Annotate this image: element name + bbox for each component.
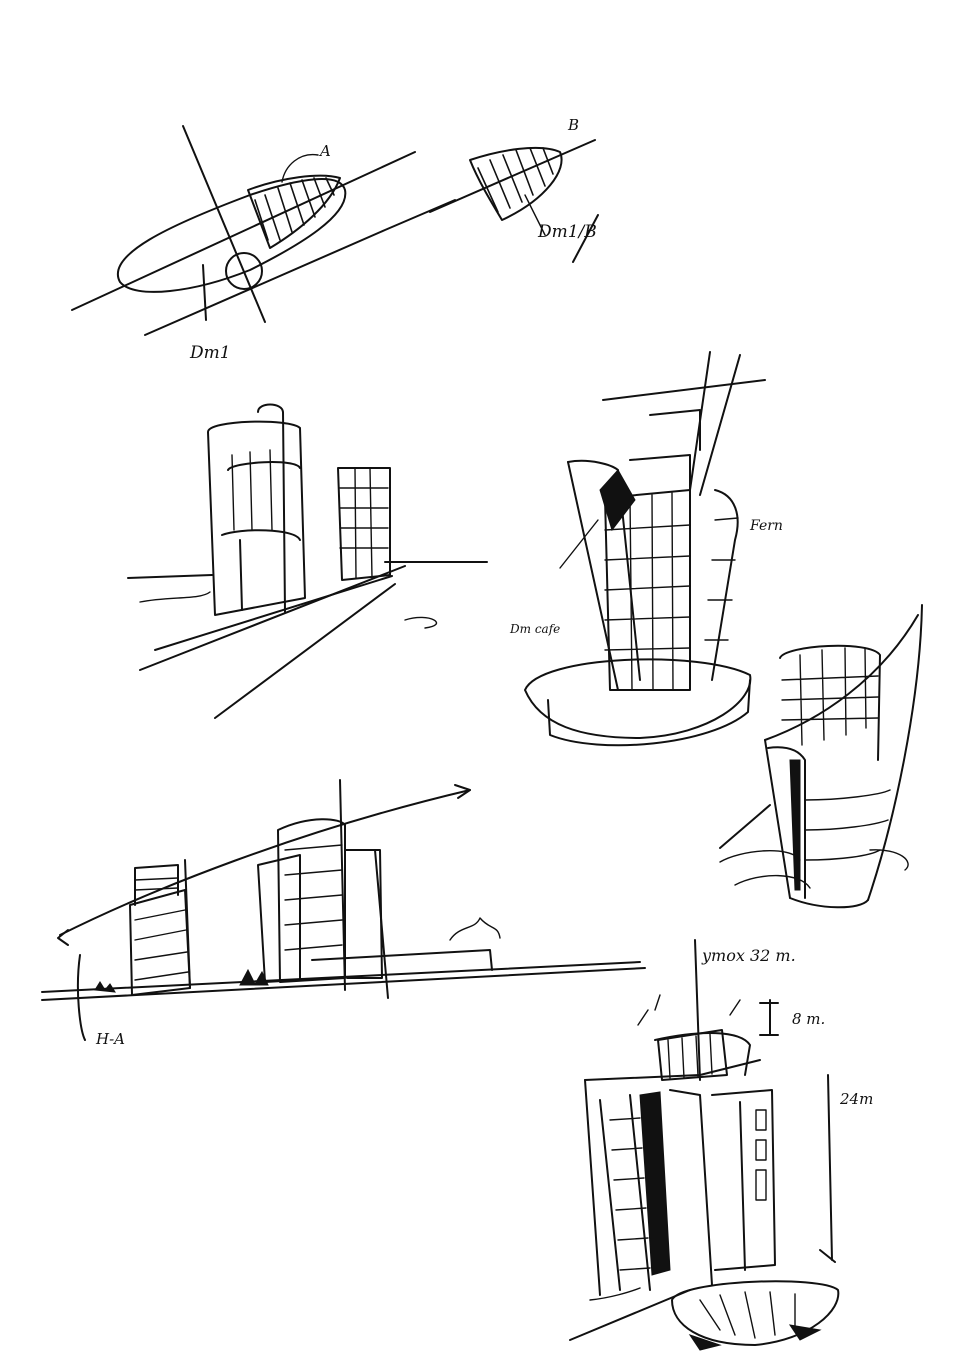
dim-b-label: Dm1/B	[538, 222, 597, 242]
label-a: A	[320, 142, 331, 160]
label-b: B	[568, 116, 580, 134]
side-right-label: Fern	[750, 518, 783, 534]
side-left-label: Dm cafe	[510, 622, 561, 636]
floor-24-label: 24m	[840, 1090, 874, 1108]
top-height-label: ymox 32 m.	[702, 946, 796, 965]
plan-sketch-b	[429, 139, 599, 263]
tower-sketch-4	[569, 939, 840, 1351]
tower-sketch-3	[719, 604, 923, 909]
plan-sketch-a	[71, 125, 456, 336]
tower-sketch-1	[127, 403, 488, 719]
street-elevation-sketch	[41, 779, 646, 1041]
floor-8-label: 8 m.	[792, 1010, 826, 1028]
dim-a-label: Dm1	[190, 343, 231, 363]
tower-sketch-2	[524, 351, 766, 747]
height-note: H-A	[96, 1030, 125, 1048]
